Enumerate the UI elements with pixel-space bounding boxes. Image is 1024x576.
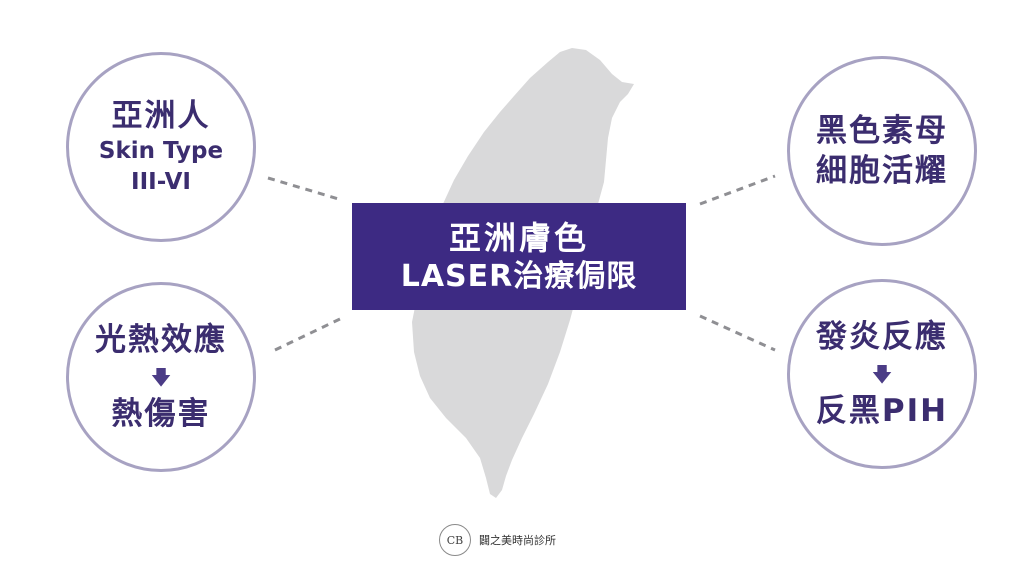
clinic-logo-mark: CB [439, 524, 471, 556]
circle-result: 熱傷害 [111, 396, 211, 432]
clinic-name: 闢之美時尚診所 [479, 534, 556, 547]
circle-melanocyte-activity: 黑色素母 細胞活耀 [787, 56, 977, 246]
connector-top-right [699, 174, 776, 206]
circle-text: Skin Type [98, 138, 224, 165]
center-title-line2: LASER治療侷限 [400, 258, 638, 294]
circle-title: 發炎反應 [816, 318, 948, 355]
circle-inflammation: 發炎反應 🡇 反黑PIH [787, 279, 977, 469]
connector-bottom-left [274, 316, 343, 352]
circle-title: 亞洲人 [111, 97, 211, 134]
circle-asian-skin-type: 亞洲人 Skin Type III-VI [66, 52, 256, 242]
arrow-down-icon: 🡇 [150, 365, 172, 389]
connector-top-left [267, 176, 343, 202]
circle-title: 細胞活耀 [816, 153, 948, 189]
circle-result: 反黑PIH [815, 393, 949, 429]
circle-title: 黑色素母 [816, 112, 948, 149]
circle-photothermal-effect: 光熱效應 🡇 熱傷害 [66, 282, 256, 472]
connector-bottom-right [699, 314, 776, 352]
circle-text: III-VI [131, 169, 191, 196]
arrow-down-icon: 🡇 [871, 362, 893, 386]
circle-title: 光熱效應 [95, 321, 227, 358]
clinic-logo: CB 闢之美時尚診所 [439, 524, 556, 556]
center-title-box: 亞洲膚色 LASER治療侷限 [352, 203, 686, 310]
center-title-line1: 亞洲膚色 [448, 218, 589, 257]
